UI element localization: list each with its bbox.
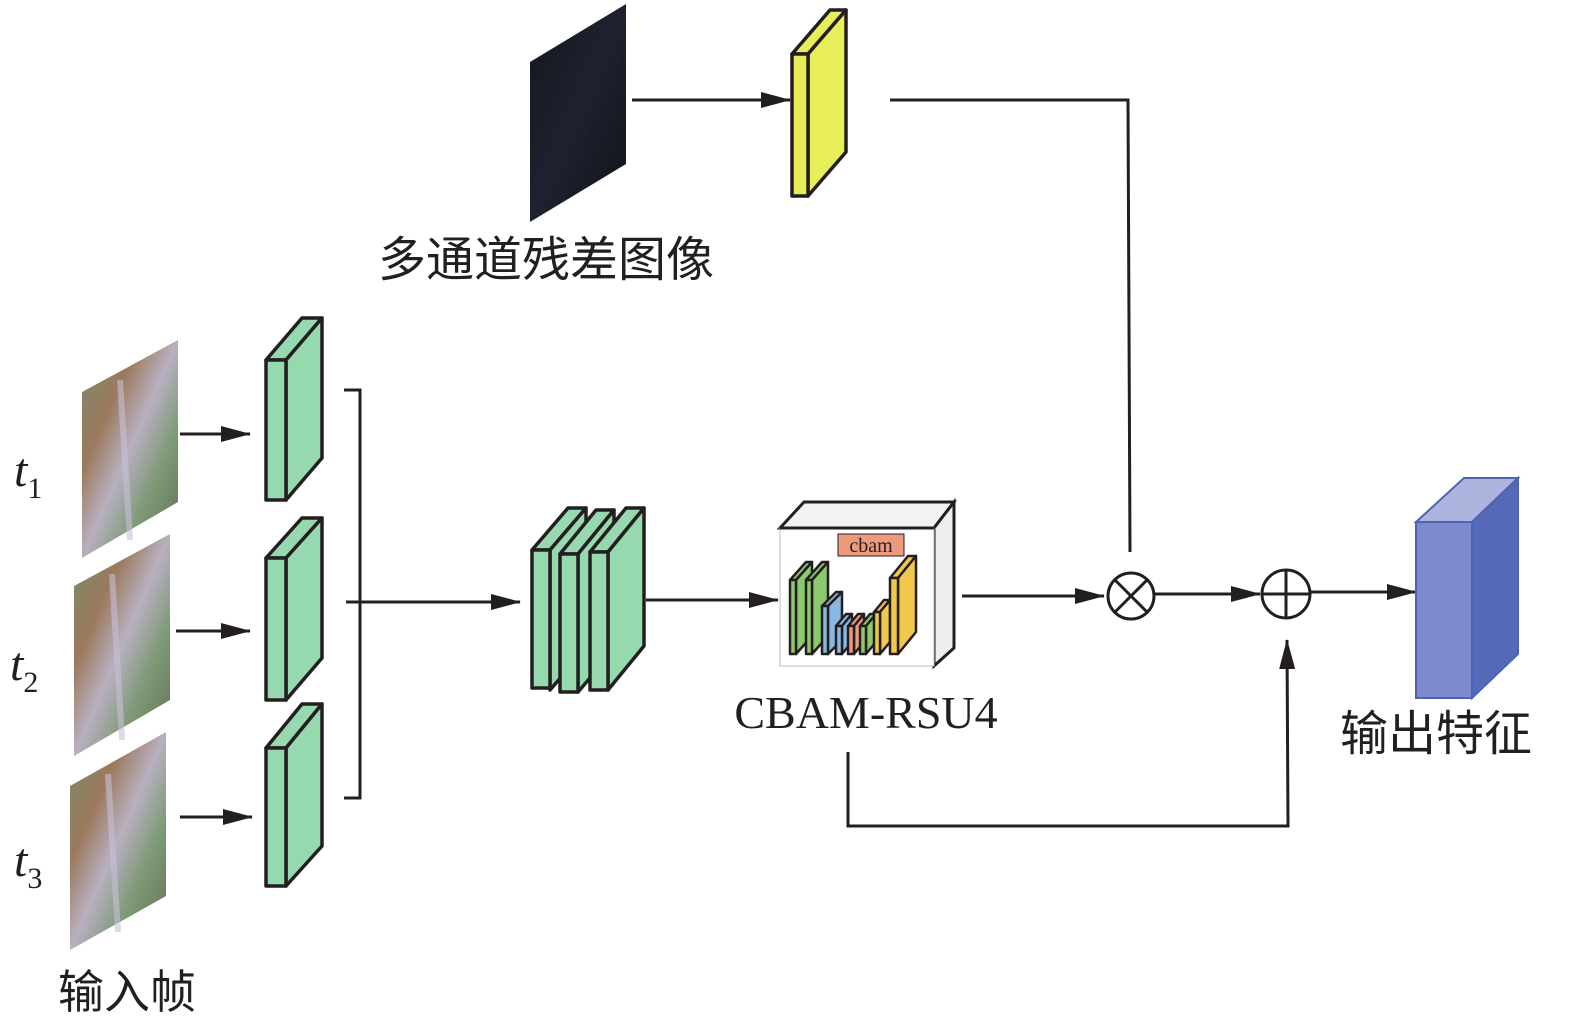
feature-block-t1	[264, 316, 324, 502]
residual-feature-block	[790, 8, 848, 198]
cbam-rsu4-module: cbam	[776, 497, 958, 670]
output-caption: 输出特征	[1340, 706, 1532, 762]
input-frame-t1	[82, 340, 178, 558]
cbam-rsu4-caption: CBAM-RSU4	[734, 687, 997, 738]
input-frame-t3	[70, 732, 166, 950]
stacked-feature-blocks	[530, 506, 646, 694]
input-frames-caption: 输入帧	[58, 965, 196, 1019]
input-frame-t2	[74, 534, 170, 756]
residual-path-line	[890, 98, 1132, 553]
feature-block-t2	[264, 516, 324, 702]
cbam-tag-label: cbam	[849, 535, 893, 557]
frame-label-t2: t2	[10, 638, 38, 699]
rsu-encoder-decoder-icon	[788, 554, 918, 656]
multiply-operator	[1106, 571, 1156, 621]
cbam-tag	[837, 533, 905, 557]
frame-label-t1: t1	[14, 444, 42, 505]
residual-image	[530, 4, 626, 222]
output-feature-block	[1413, 475, 1521, 701]
residual-caption: 多通道残差图像	[378, 232, 714, 288]
concat-bracket	[344, 388, 362, 800]
frame-label-t3: t3	[14, 834, 42, 895]
skip-connection	[846, 639, 1296, 828]
feature-block-t3	[264, 702, 324, 888]
add-operator	[1260, 568, 1312, 620]
